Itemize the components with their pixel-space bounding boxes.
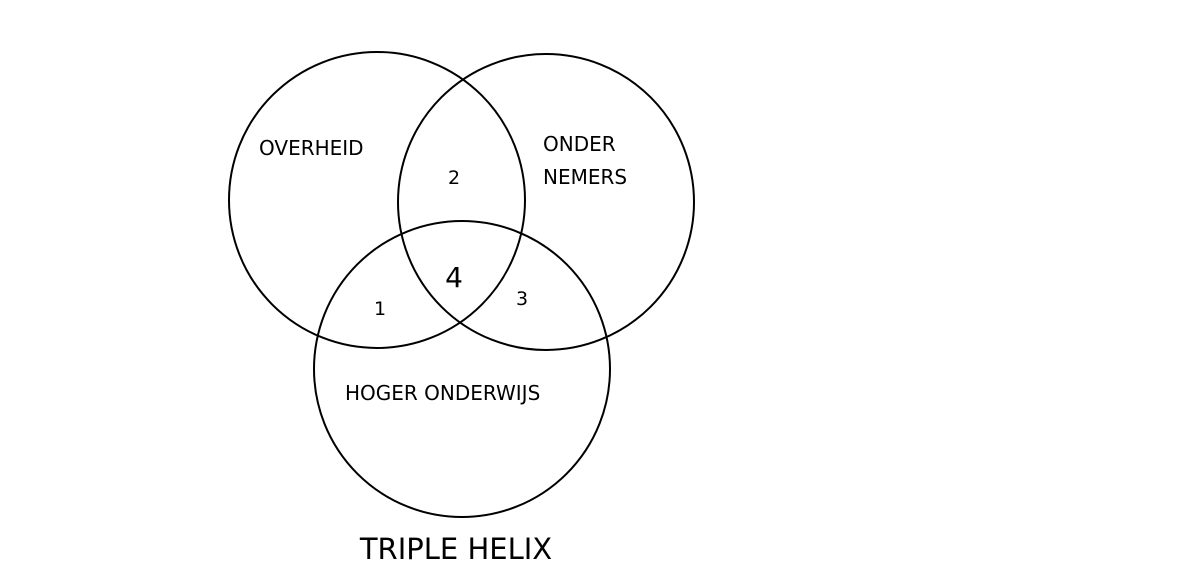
overheid-label: OVERHEID — [259, 136, 364, 160]
region-4-label: 4 — [445, 261, 463, 294]
ondernemers-label-line-1: ONDER — [543, 132, 616, 156]
ondernemers-label-line-2: NEMERS — [543, 165, 627, 189]
region-3-label: 3 — [516, 288, 528, 310]
diagram-title: TRIPLE HELIX — [359, 532, 552, 566]
overheid-circle — [228, 51, 526, 349]
ondernemers-label: ONDER NEMERS — [543, 132, 627, 189]
ondernemers-circle — [397, 53, 695, 351]
region-1-label: 1 — [374, 298, 386, 320]
hoger-onderwijs-label: HOGER ONDERWIJS — [345, 381, 540, 405]
hoger-onderwijs-circle — [313, 220, 611, 518]
region-2-label: 2 — [448, 167, 460, 189]
